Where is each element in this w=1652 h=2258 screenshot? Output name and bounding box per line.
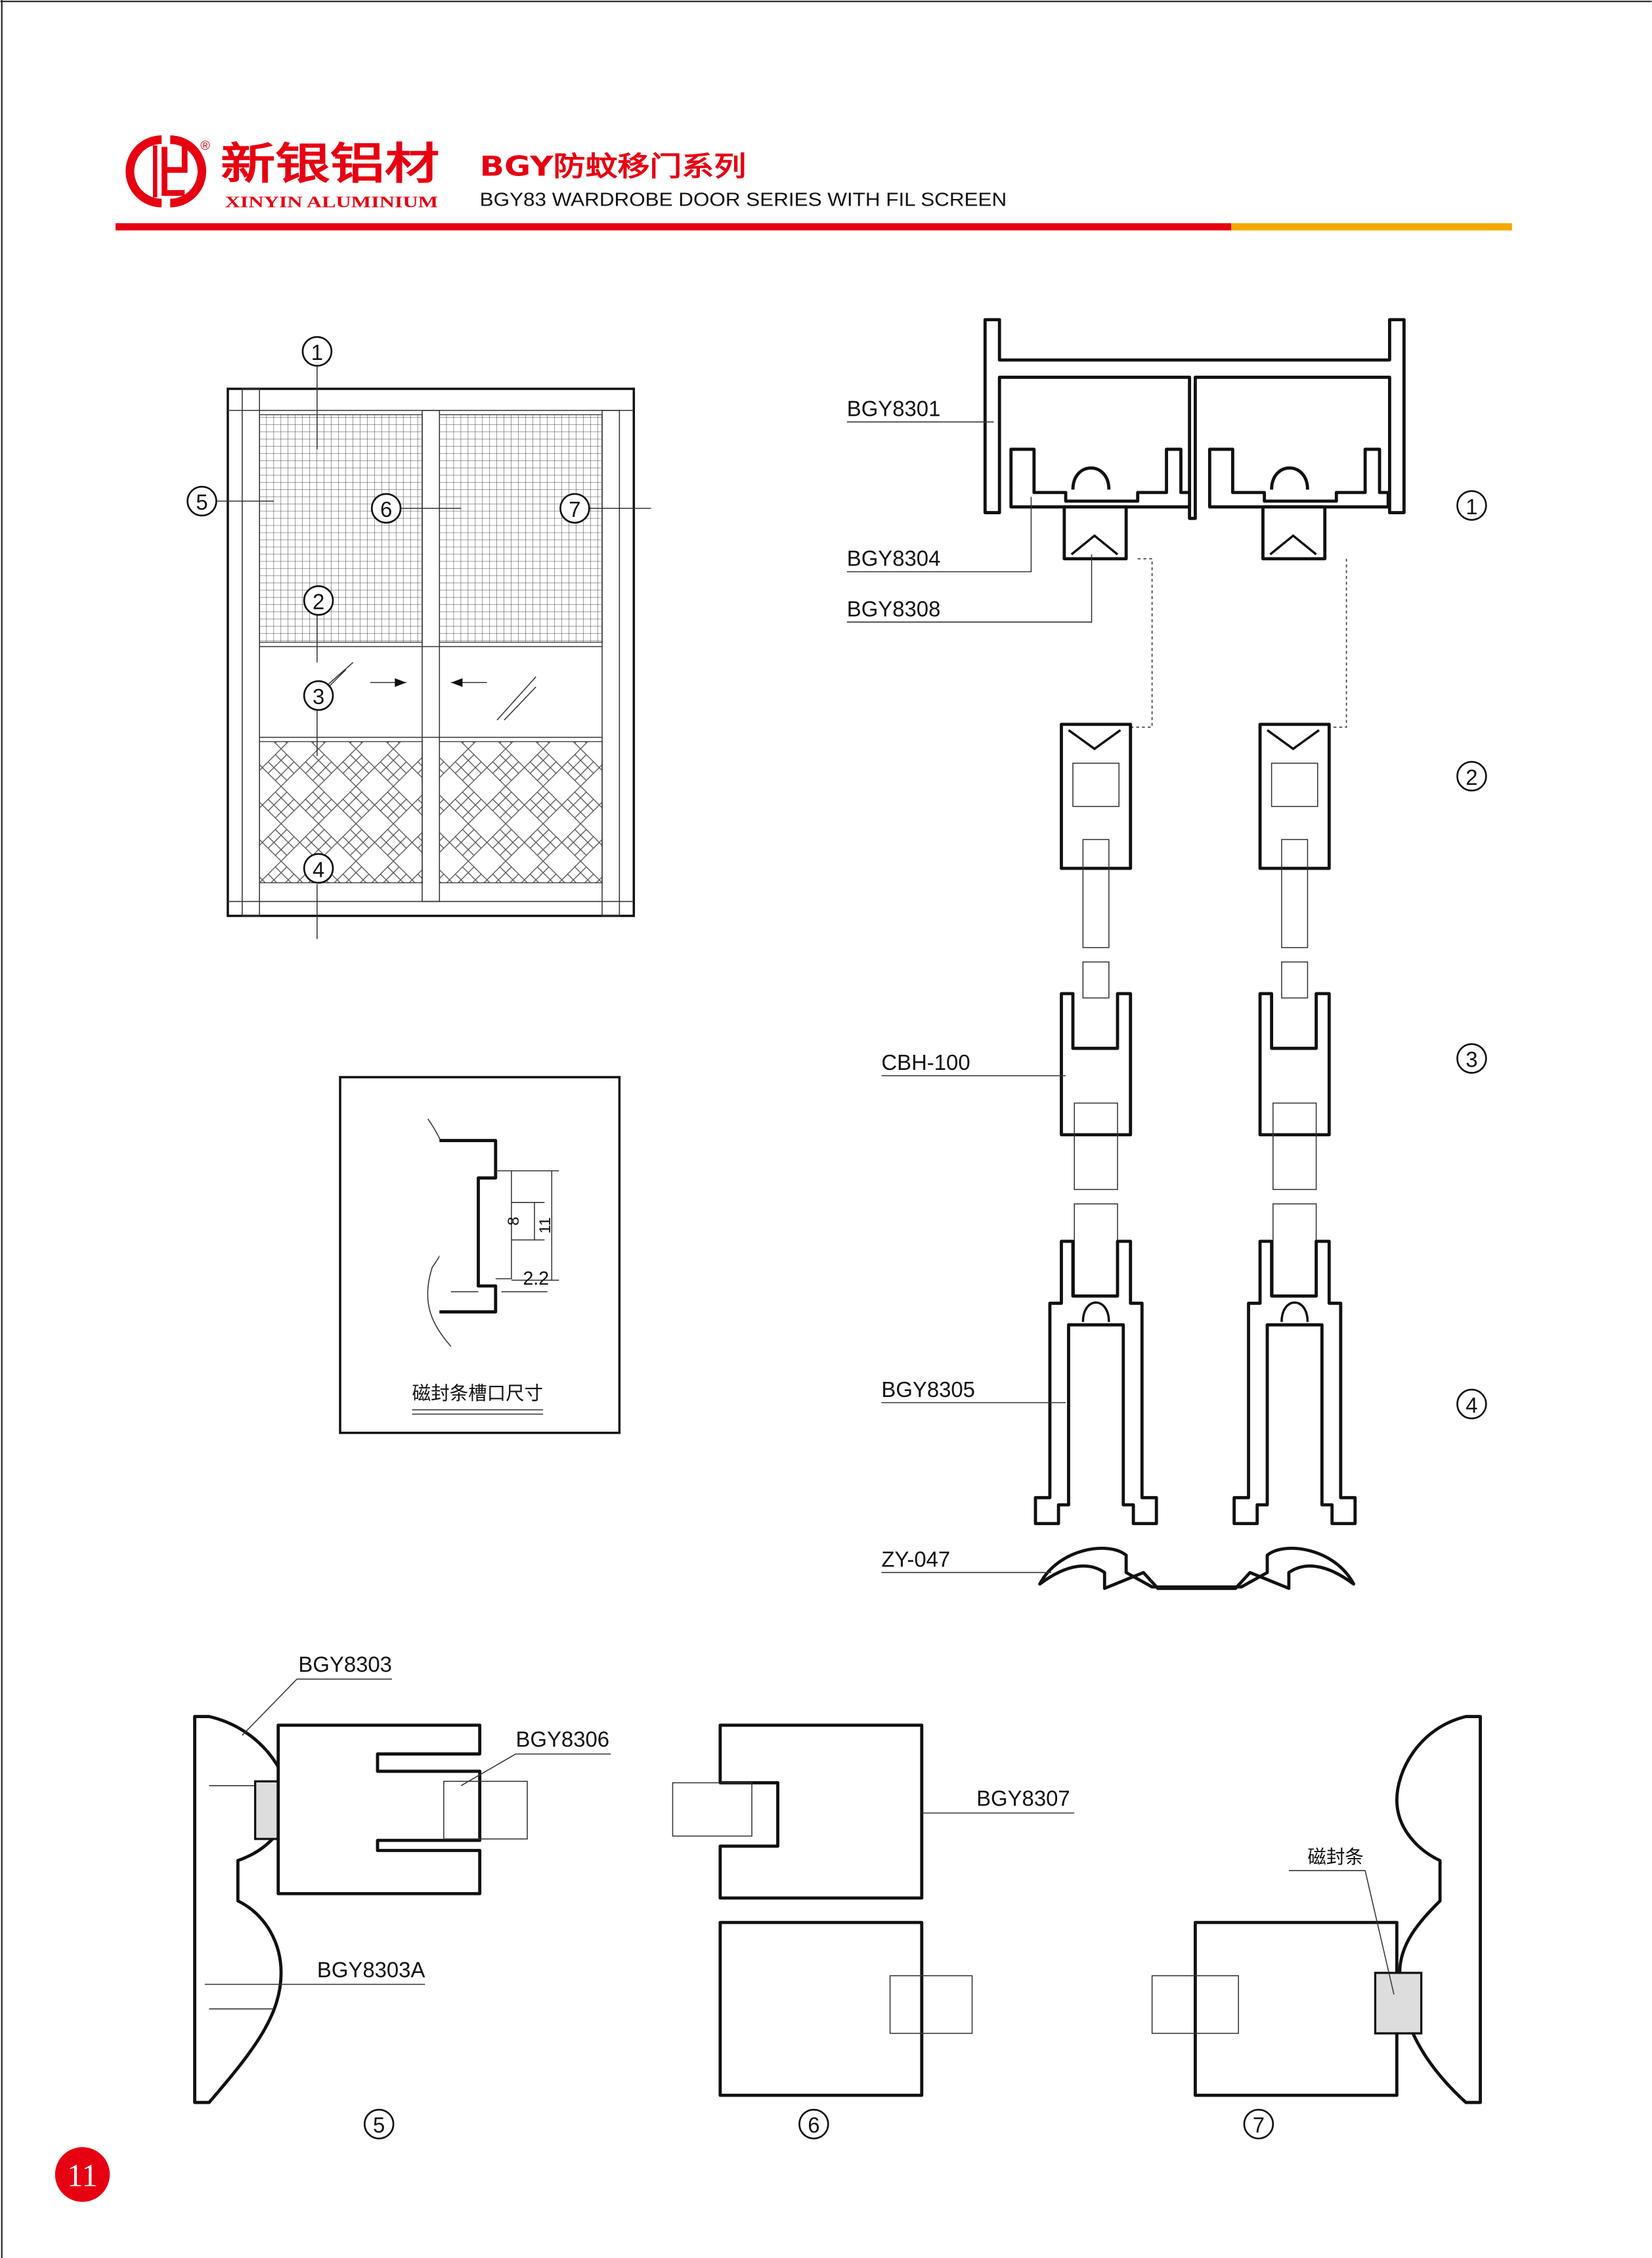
callout-6: 6 bbox=[380, 497, 392, 521]
screen-mesh-right bbox=[439, 414, 603, 643]
row-number-3: 3 bbox=[1466, 1048, 1477, 1072]
brand-name-en: XINYIN ALUMINIUM bbox=[225, 194, 439, 211]
lower-panel-right bbox=[439, 741, 603, 883]
label-cbh-100: CBH-100 bbox=[881, 1050, 970, 1074]
callout-2: 2 bbox=[313, 589, 324, 613]
callout-7: 7 bbox=[569, 497, 580, 521]
lower-panel-left bbox=[259, 741, 423, 883]
label-bgy8304: BGY8304 bbox=[847, 546, 941, 571]
label-bgy8305: BGY8305 bbox=[881, 1377, 975, 1402]
vertical-section bbox=[846, 318, 1487, 1590]
label-bgy8303a: BGY8303A bbox=[317, 1957, 425, 1981]
slot-detail bbox=[339, 1076, 621, 1434]
dim-slot-width: 2.2 bbox=[523, 1268, 549, 1289]
closing-arrows-icon bbox=[395, 678, 463, 687]
xinyin-logo-icon bbox=[125, 135, 207, 208]
section-number-6: 6 bbox=[808, 2113, 819, 2137]
label-bgy8306: BGY8306 bbox=[515, 1727, 609, 1752]
registered-mark: ® bbox=[200, 139, 210, 153]
label-zy-047: ZY-047 bbox=[881, 1547, 950, 1572]
series-title-en: BGY83 WARDROBE DOOR SERIES WITH FIL SCRE… bbox=[480, 190, 1007, 211]
label-bgy8307: BGY8307 bbox=[976, 1786, 1070, 1811]
section-number-7: 7 bbox=[1253, 2113, 1265, 2137]
slot-detail-caption: 磁封条槽口尺寸 bbox=[412, 1383, 544, 1404]
callout-4: 4 bbox=[313, 857, 324, 881]
section-number-5: 5 bbox=[373, 2113, 385, 2137]
label-bgy8308: BGY8308 bbox=[847, 596, 941, 621]
label-bgy8301: BGY8301 bbox=[847, 397, 941, 421]
horizontal-sections bbox=[193, 1678, 1482, 2140]
callout-5: 5 bbox=[196, 490, 207, 514]
label-bgy8303: BGY8303 bbox=[298, 1652, 392, 1677]
glass-hatch bbox=[319, 662, 536, 720]
row-number-1: 1 bbox=[1466, 495, 1477, 519]
label-magnetic-strip: 磁封条 bbox=[1307, 1846, 1364, 1868]
dim-slot-depth: 11 bbox=[536, 1217, 554, 1233]
row-number-2: 2 bbox=[1466, 765, 1477, 789]
page-number-badge bbox=[54, 2147, 110, 2202]
page-number: 11 bbox=[67, 2158, 97, 2193]
callout-3: 3 bbox=[313, 684, 324, 709]
callout-1: 1 bbox=[311, 340, 323, 365]
brand-name-cn: 新银铝材 bbox=[221, 139, 439, 189]
series-title-cn: BGY防蚊移门系列 bbox=[480, 150, 747, 182]
door-elevation bbox=[186, 336, 651, 939]
dim-slot-opening: 8 bbox=[505, 1217, 523, 1226]
header-rule-red bbox=[115, 223, 1232, 231]
screen-mesh-left bbox=[259, 414, 423, 643]
header-rule-yellow bbox=[1231, 223, 1512, 231]
row-number-4: 4 bbox=[1466, 1393, 1477, 1417]
